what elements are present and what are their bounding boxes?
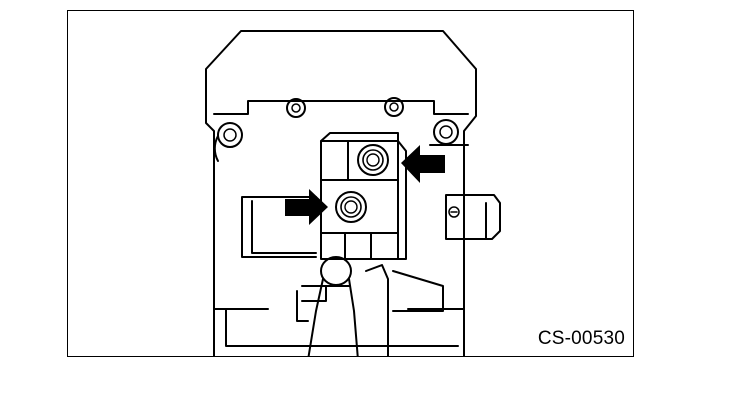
right-mounting-hole bbox=[429, 119, 469, 146]
shift-lever-assembly-diagram bbox=[205, 30, 501, 356]
figure-frame: CS-00530 bbox=[67, 10, 634, 357]
top-hole-left bbox=[286, 98, 306, 118]
left-cutout bbox=[241, 196, 317, 258]
top-hole-right bbox=[384, 97, 404, 117]
lower-bolt-arrow bbox=[285, 189, 328, 225]
upper-bolt-arrow bbox=[401, 145, 445, 183]
upper-bolt bbox=[357, 144, 389, 176]
bolt-bracket bbox=[320, 132, 407, 260]
left-mounting-hole bbox=[213, 122, 243, 162]
figure-code-label: CS-00530 bbox=[537, 328, 625, 349]
right-tab bbox=[445, 194, 501, 240]
housing-outline bbox=[205, 30, 477, 356]
lower-bolt bbox=[335, 191, 367, 223]
shift-lever bbox=[213, 256, 465, 356]
inner-plate-line bbox=[213, 100, 469, 115]
left-cutout-inner bbox=[251, 200, 317, 254]
